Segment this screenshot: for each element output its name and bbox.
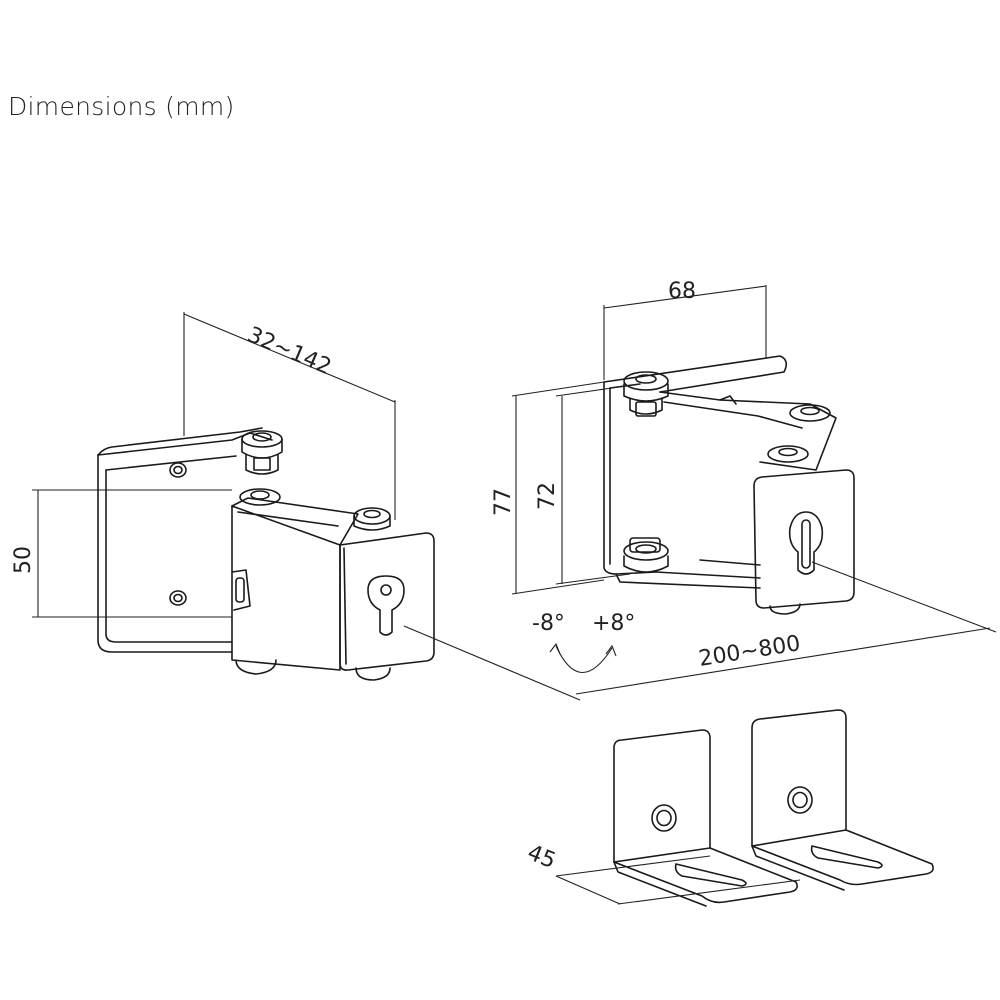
dim-foot-depth: 45 [524, 840, 559, 874]
left-bracket [97, 427, 435, 681]
dim-tilt-down: -8° [532, 611, 565, 636]
dim-outer-height: 77 [491, 488, 516, 516]
l-foot-left [613, 729, 798, 907]
left-wall-plate [97, 454, 233, 653]
dim-top-width: 68 [668, 279, 696, 304]
l-foot-right [751, 709, 934, 891]
left-arm-box [231, 505, 341, 671]
left-top-flange [97, 427, 263, 456]
dim-tilt-up: +8° [592, 611, 635, 636]
right-arm [659, 391, 837, 471]
dim-arm-extension: 32~142 [244, 323, 335, 381]
left-keyhole [367, 575, 405, 636]
l-foot-right-slot [810, 845, 883, 869]
dim-inner-height: 72 [535, 482, 560, 510]
tilt-arc [555, 645, 613, 674]
dimension-lines [32, 285, 997, 905]
l-foot-left-slot [674, 863, 747, 887]
right-tilt-plate [753, 469, 855, 609]
left-tilt-plate [339, 532, 435, 671]
right-bottom-pivot [623, 541, 669, 561]
left-plate-hole-top [169, 462, 187, 478]
dim-left-height: 50 [11, 546, 36, 574]
right-keyhole [788, 511, 824, 575]
left-plate-hole-bottom [169, 590, 187, 606]
diagram-title: Dimensions (mm) [8, 92, 235, 121]
right-top-pivot [623, 371, 669, 391]
right-bracket [603, 355, 855, 615]
